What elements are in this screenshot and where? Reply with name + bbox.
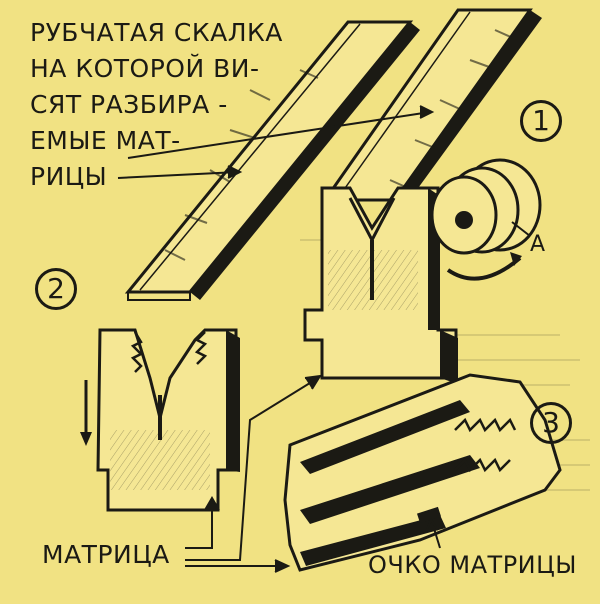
- matrix-eye-label: ОЧКО МАТРИЦЫ: [368, 551, 577, 579]
- caption-line-4: ЕМЫЕ МАТ-: [30, 126, 181, 155]
- caption-line-1: РУБЧАТАЯ СКАЛКА: [30, 18, 283, 47]
- figure-number-1: 1: [520, 100, 562, 142]
- matrix-label: МАТРИЦА: [42, 540, 170, 569]
- roller-label: А: [530, 232, 546, 257]
- rolling-pin-right: [322, 8, 542, 206]
- caption-pointer-arrows: [117, 105, 435, 179]
- matrix-on-pin: [303, 186, 458, 384]
- figure-number-3: 3: [530, 402, 572, 444]
- label-leader-lines: [185, 374, 441, 573]
- caption-line-2: НА КОТОРОЙ ВИ-: [30, 54, 260, 83]
- roller-a: [430, 158, 542, 281]
- figure-number-2: 2: [35, 268, 77, 310]
- rolling-pin-left: [124, 20, 420, 301]
- caption-line-5: РИЦЫ: [30, 162, 108, 191]
- caption-line-3: СЯТ РАЗБИРА -: [30, 90, 228, 119]
- matrix-open: [80, 328, 240, 512]
- matrix-jaws: [283, 373, 562, 572]
